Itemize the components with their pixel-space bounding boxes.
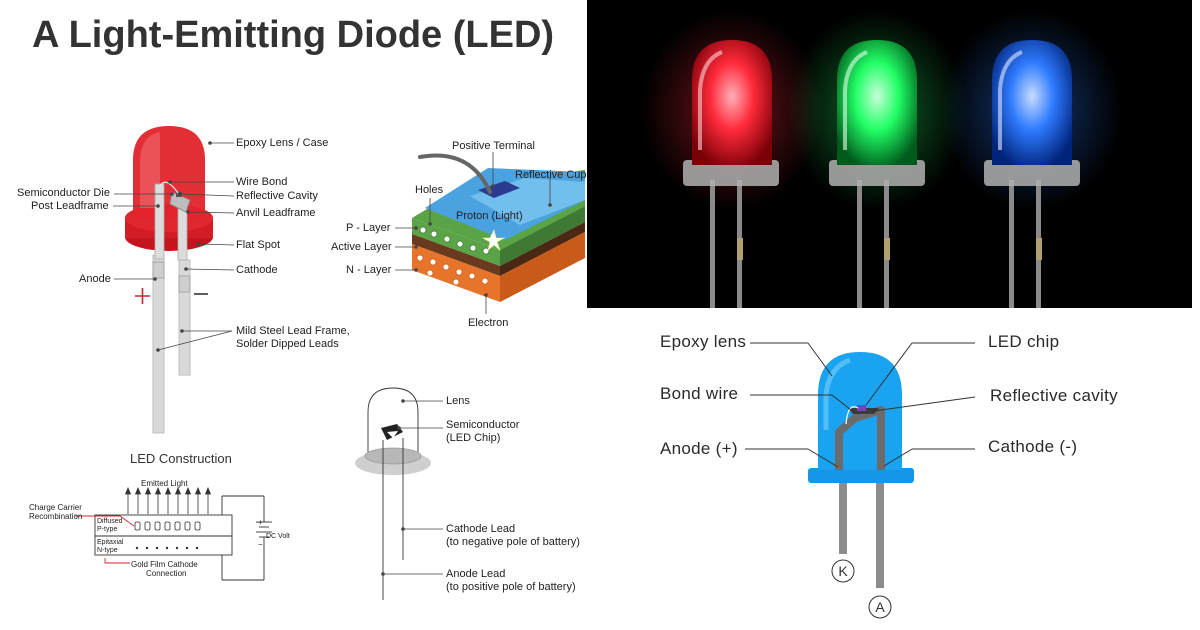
anode-lead-note: (to positive pole of battery) — [446, 581, 576, 593]
led-chip-blue — [857, 405, 866, 411]
positive-terminal-block — [478, 181, 520, 198]
red-led-photo — [642, 10, 822, 308]
emitted-light-label: Emitted Light — [141, 479, 188, 488]
lens-label: Lens — [446, 395, 470, 407]
k-lead — [839, 482, 847, 554]
connection-label: Connection — [146, 569, 187, 578]
n-type-label: N-type — [97, 547, 118, 554]
bond-wire-label: Bond wire — [660, 384, 739, 403]
semiconductor-label: Semiconductor — [446, 419, 520, 431]
n-layer-label: N - Layer — [346, 264, 392, 276]
semiconductor-layer-diagram — [395, 152, 585, 314]
recombination-label: Recombination — [29, 512, 83, 521]
cathode-lead-note: (to negative pole of battery) — [446, 536, 580, 548]
simple-led-diagram — [355, 387, 443, 600]
semiconductor-die-label: Semiconductor Die — [17, 187, 110, 199]
epoxy-lens-label: Epoxy Lens / Case — [236, 137, 329, 149]
epoxy-lens-blue-label: Epoxy lens — [660, 332, 747, 351]
cathode-label: Cathode — [236, 264, 278, 276]
k-circle — [831, 559, 855, 583]
p-type-label: P-type — [97, 526, 118, 533]
epitaxial-label: Epitaxial — [97, 539, 124, 546]
battery-minus: − — [258, 540, 263, 549]
wire-bond-label: Wire Bond — [236, 176, 288, 188]
construction-title: LED Construction — [130, 451, 232, 466]
solder-leads-label: Solder Dipped Leads — [236, 338, 339, 350]
positive-terminal-label: Positive Terminal — [452, 140, 535, 152]
cathode-minus-label: Cathode (-) — [988, 437, 1078, 456]
proton-sparkle — [481, 229, 506, 251]
lead-frame-label: Mild Steel Lead Frame, — [236, 325, 350, 337]
reflective-cup-label: Reflective Cup — [515, 169, 587, 181]
reflective-cavity-label: Reflective Cavity — [236, 190, 318, 202]
k-letter: K — [838, 563, 848, 579]
led-chip-label: (LED Chip) — [446, 432, 501, 444]
anode-label: Anode — [79, 273, 111, 285]
proton-label: Proton (Light) — [456, 210, 523, 222]
anode-lead-label: Anode Lead — [446, 568, 506, 580]
red-led-diagram — [113, 126, 235, 434]
led-construction-schematic — [75, 486, 272, 581]
electron-label: Electron — [468, 317, 509, 329]
post-leadframe-label: Post Leadframe — [31, 200, 109, 212]
blue-lens-flange — [808, 468, 914, 483]
diffused-label: Diffused — [97, 518, 123, 525]
p-layer-label: P - Layer — [346, 222, 391, 234]
flat-spot-label: Flat Spot — [236, 239, 281, 251]
anode-plus-label: Anode (+) — [660, 439, 738, 458]
gold-film-label: Gold Film Cathode — [131, 560, 198, 569]
a-circle — [868, 595, 892, 619]
page-title: A Light-Emitting Diode (LED) — [32, 14, 555, 56]
led-photo — [587, 0, 1192, 308]
active-layer-label: Active Layer — [331, 241, 392, 253]
battery-plus: + — [258, 518, 263, 527]
anvil-leadframe-label: Anvil Leadframe — [236, 207, 316, 219]
a-letter: A — [875, 599, 885, 615]
blue-led-photo — [942, 10, 1122, 308]
charge-carrier-label: Charge Carrier — [29, 503, 82, 512]
holes-label: Holes — [415, 184, 444, 196]
anvil-cup — [169, 191, 191, 213]
dc-volt-label: DC Volt — [266, 533, 290, 540]
active-layer — [412, 234, 500, 276]
p-layer — [412, 218, 500, 266]
cathode-lead-label: Cathode Lead — [446, 523, 516, 535]
a-lead — [876, 482, 884, 588]
led-chip-blue-label: LED chip — [988, 332, 1060, 351]
reflective-cavity-blue-label: Reflective cavity — [990, 386, 1118, 405]
green-led-photo — [787, 10, 967, 308]
